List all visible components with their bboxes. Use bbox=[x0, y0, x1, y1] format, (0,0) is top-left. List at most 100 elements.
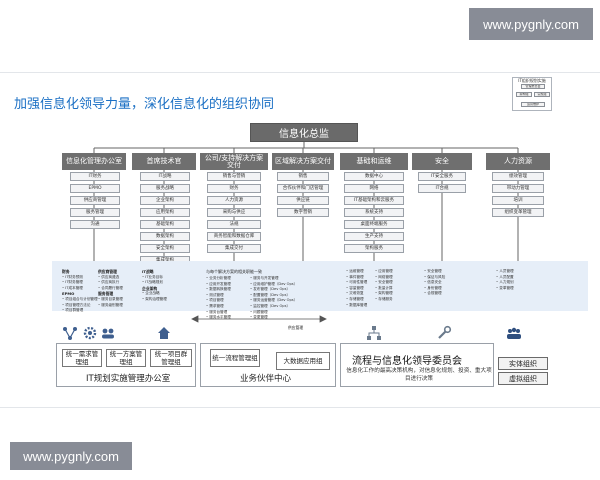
team-people-icon bbox=[507, 327, 521, 339]
function-item: 合同履行管理 bbox=[98, 286, 128, 292]
functions-col-hr: 人员管理 人员配置 人力规划 变革管理 bbox=[496, 269, 513, 292]
subfunction-box: 服务管理 bbox=[70, 208, 120, 217]
function-heading: IT战略 bbox=[142, 269, 154, 274]
functions-col3-heading: 与每个解决方案的相关职能一致 bbox=[206, 269, 262, 274]
subfunction-box: 绩效管理 bbox=[492, 172, 544, 181]
functions-col-delivery: 业务分析管理 应用开发管理 数据转换管理 测试管理 项目管理 需求管理 服务台管… bbox=[206, 276, 316, 321]
slide-title: 加强信息化领导力量，深化信息化的组织协同 bbox=[14, 97, 275, 112]
unified-demand-group-box: 统一需求管理组 bbox=[62, 349, 102, 367]
function-item: 需求管理 bbox=[206, 304, 246, 310]
function-item: 人员配置 bbox=[496, 275, 513, 281]
subfunction-box: 销售 bbox=[277, 172, 329, 181]
subfunctions-hr: 绩效管理 带动力管理 培训 组织变革管理 bbox=[492, 172, 544, 220]
function-item: 服务级别管理 bbox=[98, 303, 128, 309]
subfunctions-security: IT安全服务 IT合规 bbox=[418, 172, 466, 196]
function-item: 存储管理 bbox=[346, 297, 372, 303]
dept-box-infra-ops: 基础和运维 bbox=[340, 153, 408, 170]
subfunction-box: 架构服务 bbox=[344, 244, 404, 253]
subfunction-box: 服务战略 bbox=[140, 184, 190, 193]
function-item: 架构管理 bbox=[375, 291, 401, 297]
subfunction-box: 数据架构 bbox=[140, 232, 190, 241]
subfunction-box: 数据中心 bbox=[344, 172, 404, 181]
function-item: 人员管理 bbox=[496, 269, 513, 275]
function-item: 变革管理 bbox=[496, 286, 513, 292]
subfunction-box: 法规 bbox=[207, 220, 261, 229]
function-item: 企业战略 bbox=[142, 291, 167, 297]
function-item: 保证与风险 bbox=[424, 275, 445, 281]
virtual-org-box: 虚拟组织 bbox=[498, 372, 548, 385]
wrench-icon bbox=[438, 325, 452, 339]
function-item: 服务与开发管理 bbox=[250, 276, 316, 282]
subfunction-box: EPMO bbox=[70, 184, 120, 193]
function-item: 配置管理（Dev Ops） bbox=[250, 293, 316, 299]
subfunction-box: 企业架构 bbox=[140, 196, 190, 205]
bigdata-group-box: 大数据应用组 bbox=[276, 352, 330, 370]
function-item: 发布管理（Dev Ops） bbox=[250, 287, 316, 293]
function-item: 服务台管理 bbox=[206, 310, 246, 316]
function-heading: EPMO bbox=[62, 291, 75, 297]
cio-box: 信息化总监 bbox=[250, 123, 358, 142]
function-item: 项目组合与计划管理 bbox=[62, 297, 97, 303]
subfunction-box: 组织变革管理 bbox=[492, 208, 544, 217]
subfunctions-cto: IT战略 服务战略 企业架构 应用架构 基础架构 数据架构 安全架构 集成架构 bbox=[140, 172, 190, 268]
function-heading: 供应商管理 bbox=[98, 269, 117, 274]
function-item: IT成本管理 bbox=[62, 286, 92, 292]
functions-col-infra: 运维管理 事件管理 可用性管理 容量管理 灾难恢复 存储管理 数据库管理 应用管… bbox=[346, 269, 401, 308]
function-item: IT战略规划 bbox=[142, 280, 167, 286]
settings-gear-icon bbox=[83, 326, 97, 340]
dept-box-region-delivery: 区域解决方案交付 bbox=[272, 153, 334, 170]
function-heading: 财务 bbox=[62, 269, 70, 274]
function-item: 供应商遴选 bbox=[98, 275, 128, 281]
function-item: 项目管理 bbox=[206, 298, 246, 304]
function-item: IT业务目标 bbox=[142, 275, 167, 281]
function-item: 业务分析管理 bbox=[206, 276, 246, 282]
network-nodes-icon bbox=[63, 327, 77, 340]
function-item: 合规管理 bbox=[424, 291, 445, 297]
unified-program-group-box: 统一项目群管理组 bbox=[150, 349, 192, 367]
subfunction-box: 数字营销 bbox=[277, 208, 329, 217]
function-item: 存储服务 bbox=[375, 297, 401, 303]
mini-box: 管理委员会 bbox=[521, 84, 545, 89]
function-item: IT财务管理 bbox=[62, 280, 92, 286]
subfunction-box: 培训 bbox=[492, 196, 544, 205]
subfunction-box: IT合规 bbox=[418, 184, 466, 193]
function-item: 监控管理（Dev Ops） bbox=[250, 304, 316, 310]
subfunction-box: 合作伙伴和门店管理 bbox=[277, 184, 329, 193]
function-item: 项目管理方法论 bbox=[62, 303, 92, 309]
mini-org-thumbnail: IT组织规划实施 管理委员会 架构组 实施组 运营维护 bbox=[512, 77, 552, 111]
subfunction-box: 基础架构 bbox=[140, 220, 190, 229]
committee-description: 信息化工作的最高决策机构，对信息化规划、投资、重大项目进行决策 bbox=[346, 368, 492, 382]
dept-box-cto: 首席技术官 bbox=[132, 153, 196, 170]
function-item: 身份管理 bbox=[424, 286, 445, 292]
function-heading: 企业架构 bbox=[142, 285, 158, 291]
subfunction-box: 采购与供应 bbox=[207, 208, 261, 217]
committee-title: 流程与信息化领导委员会 bbox=[352, 356, 462, 367]
subfunction-box: IT基础架构和云服务 bbox=[344, 196, 404, 205]
subfunction-box: 网络 bbox=[344, 184, 404, 193]
people-group-icon bbox=[102, 328, 114, 339]
function-item: 测试管理 bbox=[206, 293, 246, 299]
function-item: 信息安全 bbox=[424, 280, 445, 286]
function-item: 人力规划 bbox=[496, 280, 513, 286]
functions-col3-tail: 供应管理 bbox=[288, 325, 304, 330]
committee-frame bbox=[340, 343, 494, 387]
function-item: 供应商执行 bbox=[98, 280, 128, 286]
subfunction-box: 带动力管理 bbox=[492, 184, 544, 193]
mini-box: 架构组 bbox=[516, 92, 532, 97]
function-item: 灾难恢复 bbox=[346, 291, 372, 297]
subfunction-box: IT战略 bbox=[140, 172, 190, 181]
subfunction-box: IT安全服务 bbox=[418, 172, 466, 181]
unified-solution-group-box: 统一方案管理组 bbox=[106, 349, 146, 367]
function-item: 服务目录管理 bbox=[98, 297, 128, 303]
function-item: 批量计算 bbox=[375, 286, 401, 292]
function-item: 运维管理 bbox=[346, 269, 372, 275]
entity-org-box: 实体组织 bbox=[498, 357, 548, 370]
it-office-label: IT规划实施管理办公室 bbox=[86, 374, 171, 384]
function-item: IT财务预测 bbox=[62, 275, 92, 281]
subfunctions-corp-delivery: 销售与营销 财务 人力资源 采购与供应 法规 商务智能和数据仓库 集成交付 bbox=[207, 172, 261, 256]
function-item: 架构治理管理 bbox=[142, 297, 167, 303]
subfunction-box: 人力资源 bbox=[207, 196, 261, 205]
hierarchy-icon bbox=[367, 326, 381, 340]
subfunction-box: IT财务 bbox=[70, 172, 120, 181]
function-item: 安全管理 bbox=[375, 280, 401, 286]
